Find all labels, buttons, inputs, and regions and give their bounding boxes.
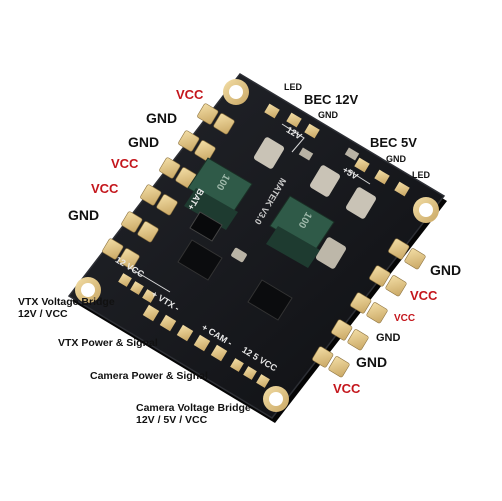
inductor-left <box>184 157 253 230</box>
right-pad-label-vcc-1: VCC <box>410 288 438 303</box>
vtx-power-signal-label: VTX Power & Signal <box>58 337 158 349</box>
silkscreen-lines <box>129 123 371 293</box>
top-led-label: LED <box>284 82 302 92</box>
inductor-right <box>266 195 335 268</box>
capacitors <box>231 137 377 269</box>
left-pad-label-vcc-2: VCC <box>111 156 139 171</box>
pcb-board <box>67 73 446 419</box>
mounting-holes <box>75 79 439 412</box>
vtx-voltage-bridge-label: VTX Voltage Bridge 12V / VCC <box>18 296 115 321</box>
left-pad-label-gnd-2: GND <box>128 134 160 150</box>
bec12-label: BEC 12V <box>304 92 359 107</box>
bec12-gnd-label: GND <box>318 110 338 120</box>
right-pad-label-vcc-3: VCC <box>333 381 361 396</box>
right-pad-label-gnd-3: GND <box>356 354 388 370</box>
right-pad-label-gnd-2: GND <box>376 332 401 344</box>
right-pad-label-gnd-1: GND <box>430 262 462 278</box>
bottom-pads <box>118 273 270 388</box>
right-pad-label-vcc-2: VCC <box>394 313 416 324</box>
camera-power-signal-label: Camera Power & Signal <box>90 370 208 382</box>
left-pad-label-gnd-1: GND <box>146 110 178 126</box>
left-pad-label-gnd-3: GND <box>68 207 100 223</box>
bec5-label: BEC 5V <box>370 135 417 150</box>
bec5-led-label: LED <box>412 170 430 180</box>
left-pad-label-vcc-1: VCC <box>176 87 204 102</box>
left-pad-label-vcc-3: VCC <box>91 181 119 196</box>
left-pad-row <box>102 103 235 270</box>
bec5-gnd-label: GND <box>386 154 406 164</box>
camera-voltage-bridge-label: Camera Voltage Bridge 12V / 5V / VCC <box>136 402 251 427</box>
ic-chips <box>177 211 293 321</box>
bec-pads <box>264 103 410 197</box>
right-pad-row <box>312 238 426 378</box>
